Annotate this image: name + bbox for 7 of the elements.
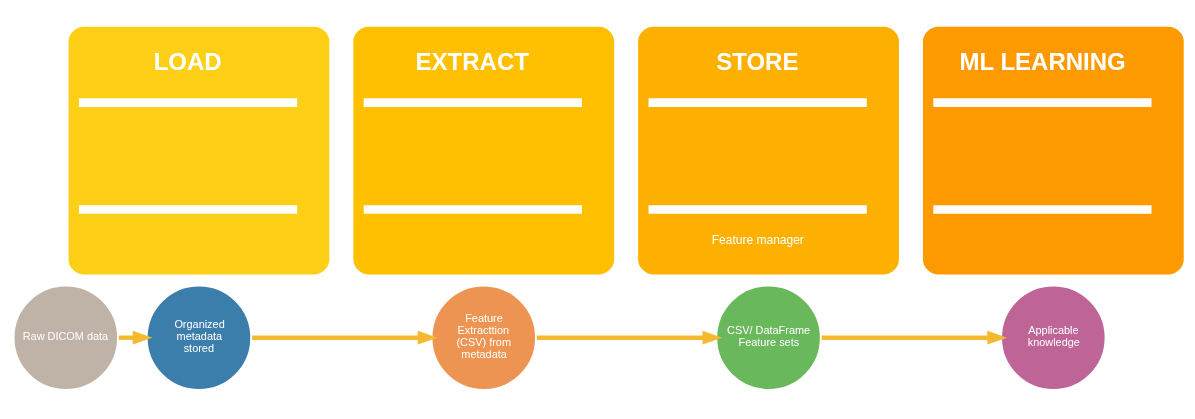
node-box: ML LEARNING xyxy=(922,26,1184,275)
arrow xyxy=(821,330,1007,345)
node-box: STORE Feature manager xyxy=(638,26,899,275)
node-box: EXTRACT xyxy=(353,26,615,275)
node-box: LOAD xyxy=(68,26,330,275)
arrow xyxy=(252,330,438,345)
arrow xyxy=(536,330,723,345)
